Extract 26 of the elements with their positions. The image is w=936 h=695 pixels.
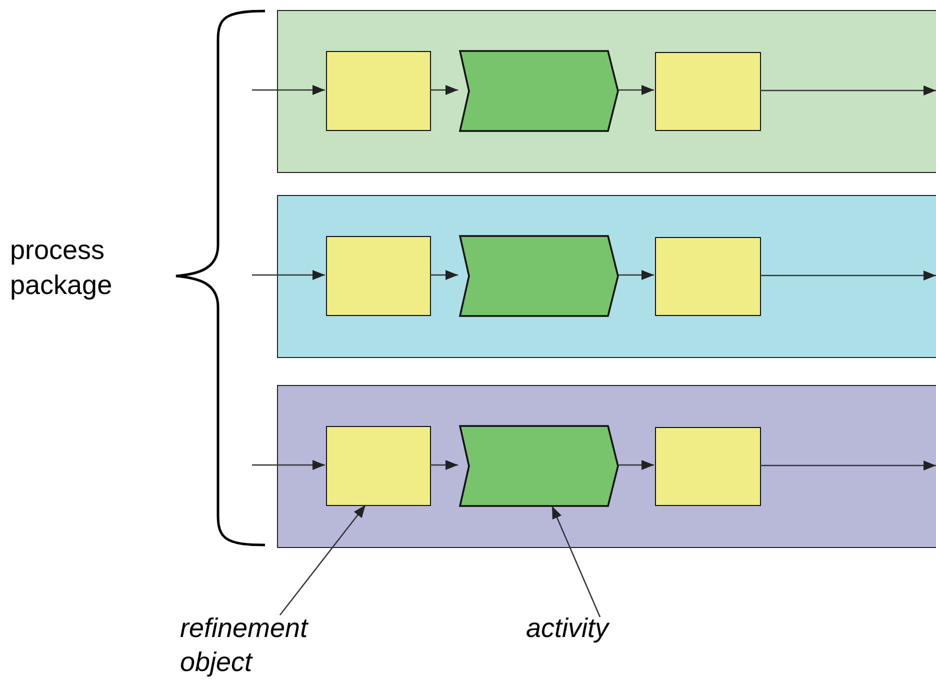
brace-label: process package [10,234,114,302]
arrow [618,460,654,470]
process-band [277,195,936,358]
arrow [430,85,458,95]
arrow [430,460,458,470]
process-band [277,385,936,548]
object-box [326,426,431,506]
object-box [326,236,431,316]
arrow [618,85,654,95]
arrow [760,270,936,280]
arrow [252,270,325,280]
leader-line [551,506,601,618]
arrow [618,270,654,280]
leader-line [279,504,366,616]
arrow [430,270,458,280]
arrow [760,86,936,96]
callout-label: refinement object [180,612,310,679]
object-box [655,427,761,506]
arrow [252,85,325,95]
object-box [655,52,761,131]
object-box [326,51,431,131]
process-band [277,10,936,173]
arrow [760,460,936,470]
arrow [252,460,325,470]
object-box [655,237,761,316]
callout-label: activity [526,612,609,645]
